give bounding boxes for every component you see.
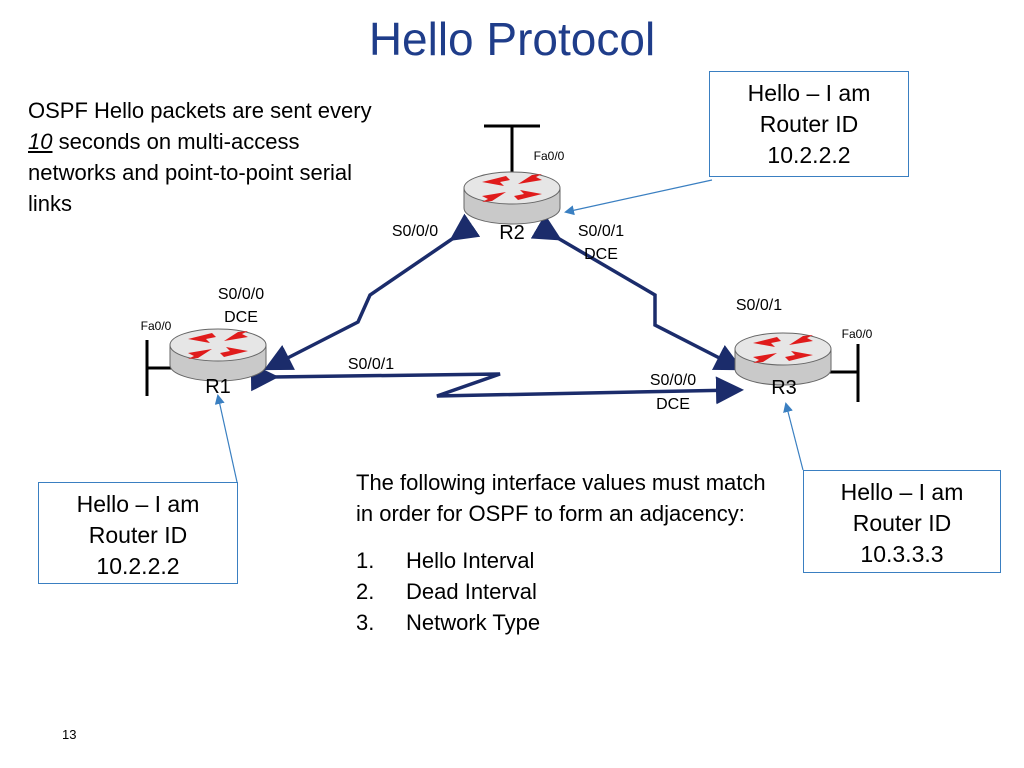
r3-fa-label: Fa0/0 [841, 327, 873, 341]
r2-fa-label: Fa0/0 [533, 149, 565, 163]
r1-fa-label: Fa0/0 [140, 319, 172, 333]
list-item: 1. Hello Interval [356, 545, 766, 576]
callout-r3-pointer [783, 402, 804, 471]
list-item-number: 1. [356, 548, 375, 573]
callout-r3-line2: Router ID [852, 510, 952, 536]
r1-s000-dce-label: DCE [224, 309, 258, 326]
list-item: 2. Dead Interval [356, 576, 766, 607]
callout-r3-line1: Hello – I am [840, 479, 964, 505]
callout-r2: Hello – I am Router ID 10.2.2.2 [709, 71, 909, 177]
list-item: 3. Network Type [356, 607, 766, 638]
callout-r2-line3: 10.2.2.2 [767, 142, 851, 168]
list-item-label: Dead Interval [406, 579, 537, 604]
callout-r3-line3: 10.3.3.3 [860, 541, 944, 567]
slide-number: 13 [62, 727, 77, 742]
r1-ethernet-segment [145, 340, 174, 396]
match-list: 1. Hello Interval 2. Dead Interval 3. Netwo… [356, 545, 766, 638]
callout-r1-line1: Hello – I am [76, 491, 200, 517]
intro-interval: 10 [28, 129, 53, 154]
callout-r2-pointer [564, 179, 713, 216]
callout-r2-line1: Hello – I am [747, 80, 871, 106]
r3-s000-dce-label: DCE [656, 396, 690, 413]
router-r2[interactable] [463, 171, 561, 225]
link-r1-r3 [250, 363, 744, 405]
callout-r1-pointer [214, 394, 238, 483]
callout-r1-line2: Router ID [88, 522, 188, 548]
router-r1[interactable] [169, 328, 267, 382]
intro-text-after: seconds on multi-access networks and poi… [28, 129, 353, 216]
r2-s000-label: S0/0/0 [391, 223, 439, 240]
callout-r1-line3: 10.2.2.2 [96, 553, 180, 579]
intro-text: OSPF Hello packets are sent every 10 sec… [28, 95, 373, 219]
r2-s001-dce-label: DCE [584, 246, 618, 263]
match-heading: The following interface values must matc… [356, 470, 766, 526]
r1-s001-label: S0/0/1 [347, 356, 395, 373]
list-item-label: Hello Interval [406, 548, 535, 573]
router-r2-name: R2 [499, 222, 525, 244]
callout-r2-line2: Router ID [759, 111, 859, 137]
list-item-number: 3. [356, 610, 375, 635]
list-item-label: Network Type [406, 610, 541, 635]
r2-s001-label: S0/0/1 [577, 223, 625, 240]
router-r3-name: R3 [771, 377, 797, 399]
link-r2-r1 [263, 213, 481, 371]
link-r2-r3 [530, 214, 744, 371]
intro-text-before: OSPF Hello packets are sent every [28, 98, 372, 123]
match-requirements: The following interface values must matc… [356, 467, 766, 638]
r3-s000-label: S0/0/0 [649, 372, 697, 389]
callout-r3: Hello – I am Router ID 10.3.3.3 [803, 470, 1001, 573]
r2-ethernet-segment [484, 124, 540, 178]
r3-ethernet-segment [830, 344, 860, 402]
r1-s000-label: S0/0/0 [217, 286, 265, 303]
slide-title: Hello Protocol [368, 13, 656, 65]
list-item-number: 2. [356, 579, 375, 604]
r3-s001-label: S0/0/1 [735, 297, 783, 314]
callout-r1: Hello – I am Router ID 10.2.2.2 [38, 482, 238, 584]
router-r1-name: R1 [205, 376, 231, 398]
